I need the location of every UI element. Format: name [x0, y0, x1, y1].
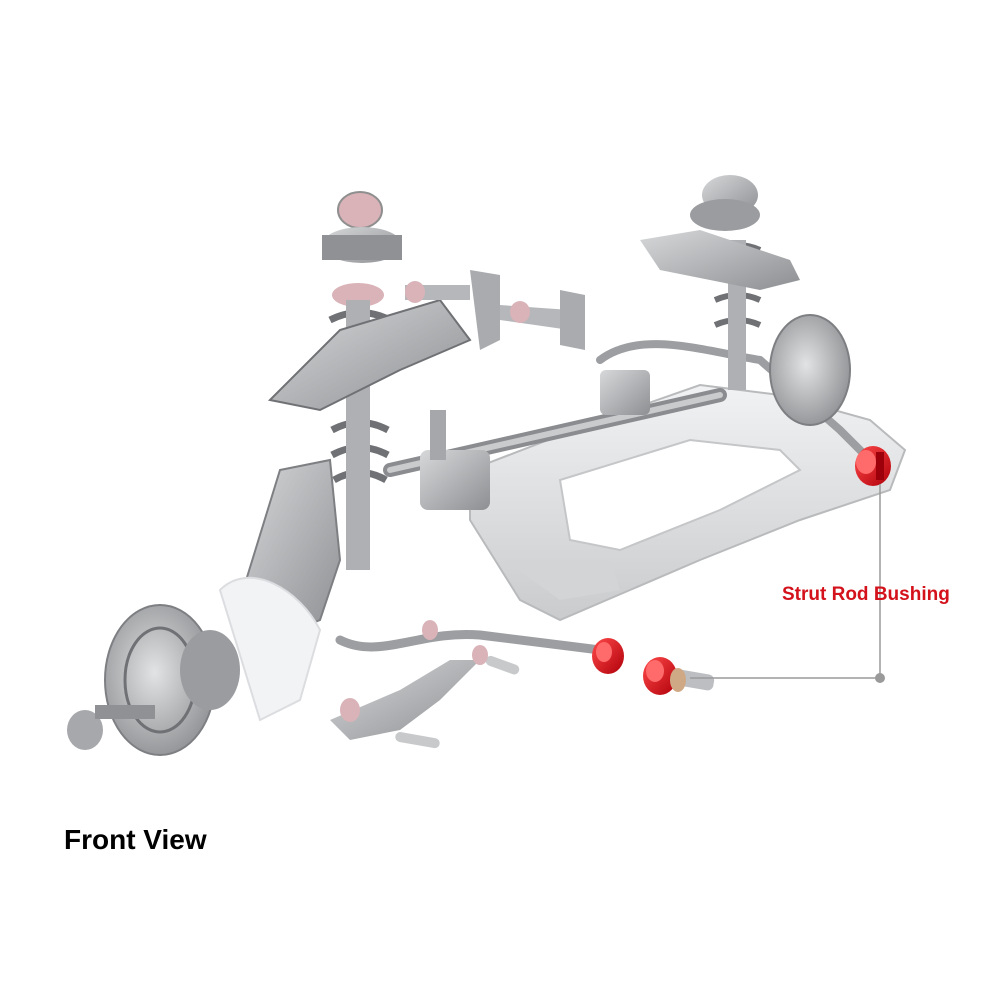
- lower-control-arm: [330, 620, 520, 749]
- strut-rod-bushing-icon: [592, 446, 891, 695]
- view-title: Front View: [64, 824, 207, 855]
- callout-anchor-dot: [875, 673, 885, 683]
- right-strut-assembly: [640, 175, 851, 426]
- callout-label: Strut Rod Bushing: [782, 584, 950, 605]
- bushing-front-outer: [643, 657, 715, 695]
- subframe: [469, 383, 907, 622]
- steering-knuckle: [218, 458, 342, 722]
- bushing-front-inner: [592, 638, 624, 674]
- bracket-set: [405, 270, 585, 350]
- steering-rack: [383, 370, 727, 510]
- brake-rotor-icon: [67, 604, 240, 756]
- bushing-rear: [855, 446, 891, 486]
- left-strut-assembly: [267, 191, 472, 570]
- sway-bar: [335, 340, 884, 655]
